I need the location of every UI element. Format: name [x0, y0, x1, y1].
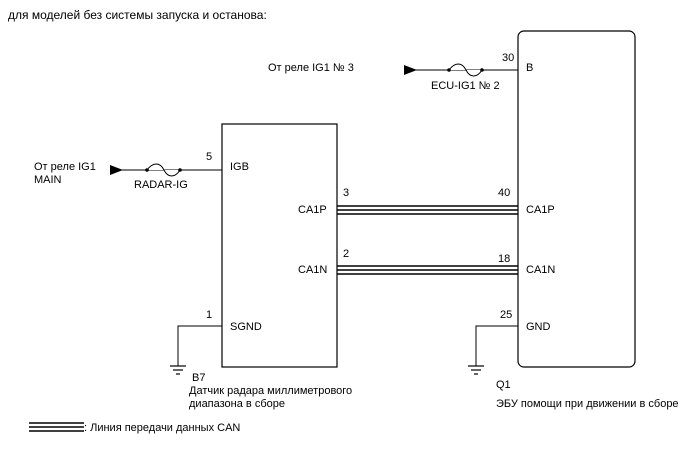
sensor-name-line2: диапазона в сборе [189, 398, 285, 410]
ecu-fuse-icon [448, 63, 483, 77]
sensor-ground-wire [177, 325, 222, 366]
sensor-power-wire [110, 163, 222, 177]
ecu-box [517, 30, 636, 368]
sensor-pin-ca1n-label: CA1N [298, 264, 327, 276]
ecu-code: Q1 [496, 379, 511, 391]
sensor-fuse-icon [146, 163, 181, 177]
ecu-power-source-label: От реле IG1 № 3 [268, 62, 354, 74]
ecu-power-wire [404, 63, 518, 77]
sensor-power-source-label-line2: MAIN [34, 174, 62, 186]
ecu-pin-b-label: B [526, 62, 533, 74]
ecu-pin-gnd-label: GND [526, 321, 551, 333]
sensor-code: B7 [192, 372, 205, 384]
ecu-fuse-label: ECU-IG1 № 2 [431, 80, 500, 92]
sensor-name-line1: Датчик радара миллиметрового [189, 385, 352, 397]
sensor-ground-icon [170, 365, 186, 375]
ecu-pin-18-number: 18 [498, 253, 510, 265]
sensor-box [221, 123, 338, 368]
sensor-power-source-label-line1: От реле IG1 [34, 161, 96, 173]
ecu-pin-40-number: 40 [498, 187, 510, 199]
ecu-pin-30-number: 30 [502, 52, 514, 64]
sensor-fuse-label: RADAR-IG [134, 179, 188, 191]
sensor-pin-3-number: 3 [343, 187, 349, 199]
diagram-heading: для моделей без системы запуска и остано… [8, 8, 267, 22]
ecu-name: ЭБУ помощи при движении в сборе [496, 398, 679, 410]
sensor-pin-1-number: 1 [206, 309, 212, 321]
can-high-bus [337, 205, 518, 215]
sensor-source-arrow-icon [110, 165, 123, 175]
can-line-legend-label: : Линия передачи данных CAN [84, 422, 240, 434]
ecu-source-arrow-icon [404, 65, 417, 75]
can-low-bus [337, 265, 518, 275]
ecu-ground-wire [475, 325, 518, 366]
sensor-pin-sgnd-label: SGND [230, 321, 262, 333]
can-line-legend-swatch [29, 422, 84, 432]
ecu-pin-25-number: 25 [500, 309, 512, 321]
ecu-ground-icon [468, 365, 484, 375]
sensor-pin-2-number: 2 [343, 248, 349, 260]
sensor-pin-igb-label: IGB [230, 161, 249, 173]
sensor-pin-5-number: 5 [206, 151, 212, 163]
ecu-pin-ca1n-label: CA1N [526, 264, 555, 276]
sensor-pin-ca1p-label: CA1P [298, 204, 327, 216]
ecu-pin-ca1p-label: CA1P [526, 204, 555, 216]
